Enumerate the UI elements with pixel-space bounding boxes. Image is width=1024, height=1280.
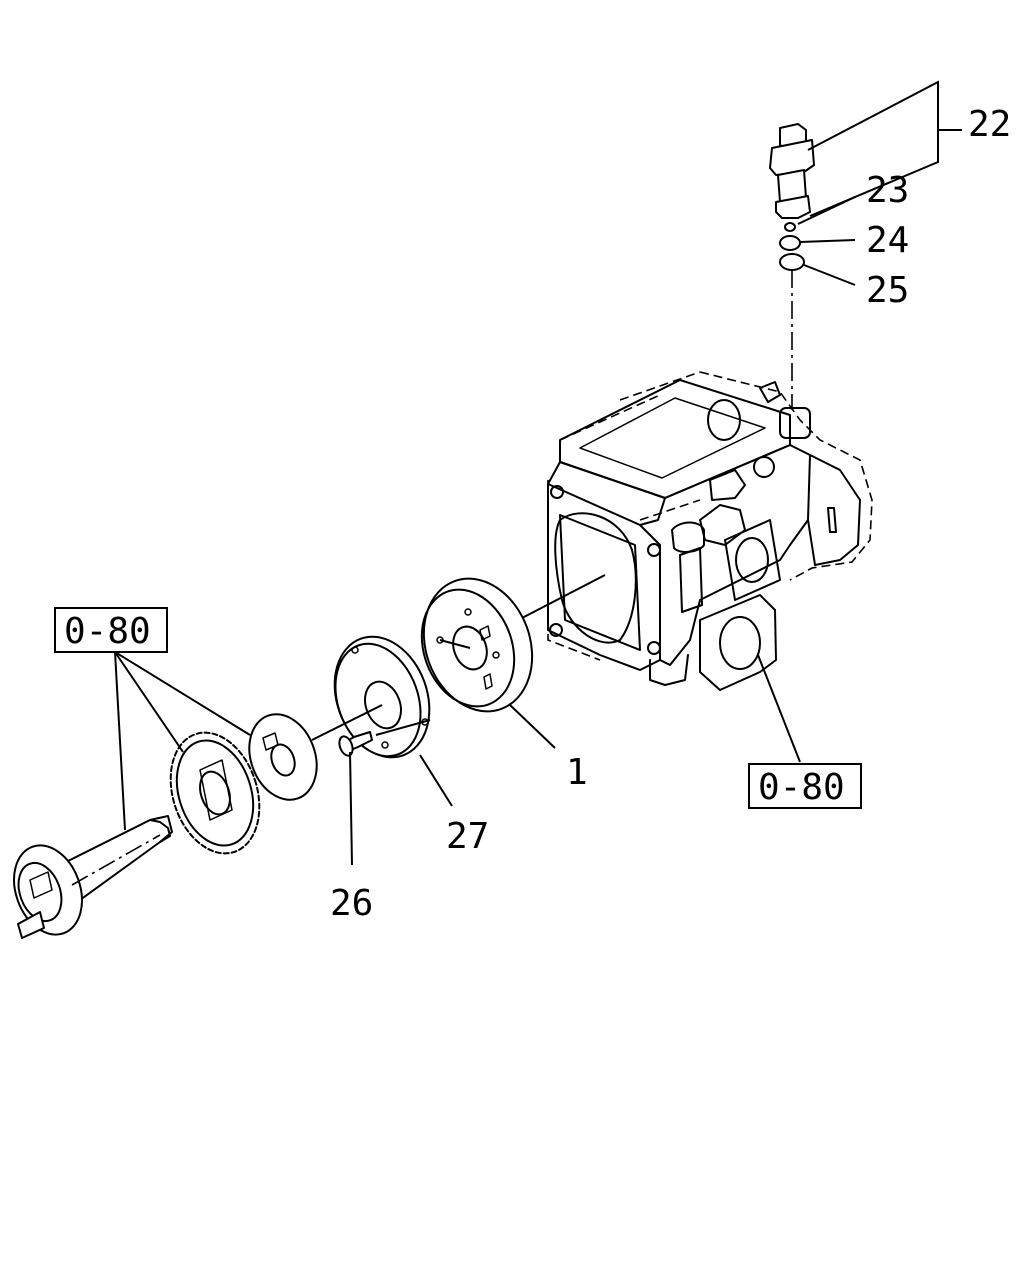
callout-22[interactable]: 22 [968, 104, 1011, 145]
reference-box-left[interactable]: 0-80 [54, 607, 168, 653]
reference-label-right: 0-80 [758, 767, 845, 808]
callout-25[interactable]: 25 [866, 270, 909, 311]
gear [169, 731, 261, 855]
reference-box-right[interactable]: 0-80 [748, 763, 862, 809]
callout-1[interactable]: 1 [566, 752, 588, 793]
callout-24[interactable]: 24 [866, 220, 909, 261]
pump-housing [547, 371, 873, 691]
callout-27[interactable]: 27 [446, 816, 489, 857]
drive-shaft [13, 815, 173, 939]
leader-lines [114, 80, 962, 866]
callout-26[interactable]: 26 [330, 883, 373, 924]
assembly-axis-lines [71, 270, 793, 886]
reference-label-left: 0-80 [64, 611, 151, 652]
washer [248, 713, 318, 801]
valve-assembly [769, 123, 815, 271]
flange-part-1 [420, 577, 534, 713]
callout-labels: 22 23 24 25 1 27 26 [330, 104, 1011, 924]
callout-23[interactable]: 23 [866, 170, 909, 211]
screw-part-26 [338, 731, 373, 757]
